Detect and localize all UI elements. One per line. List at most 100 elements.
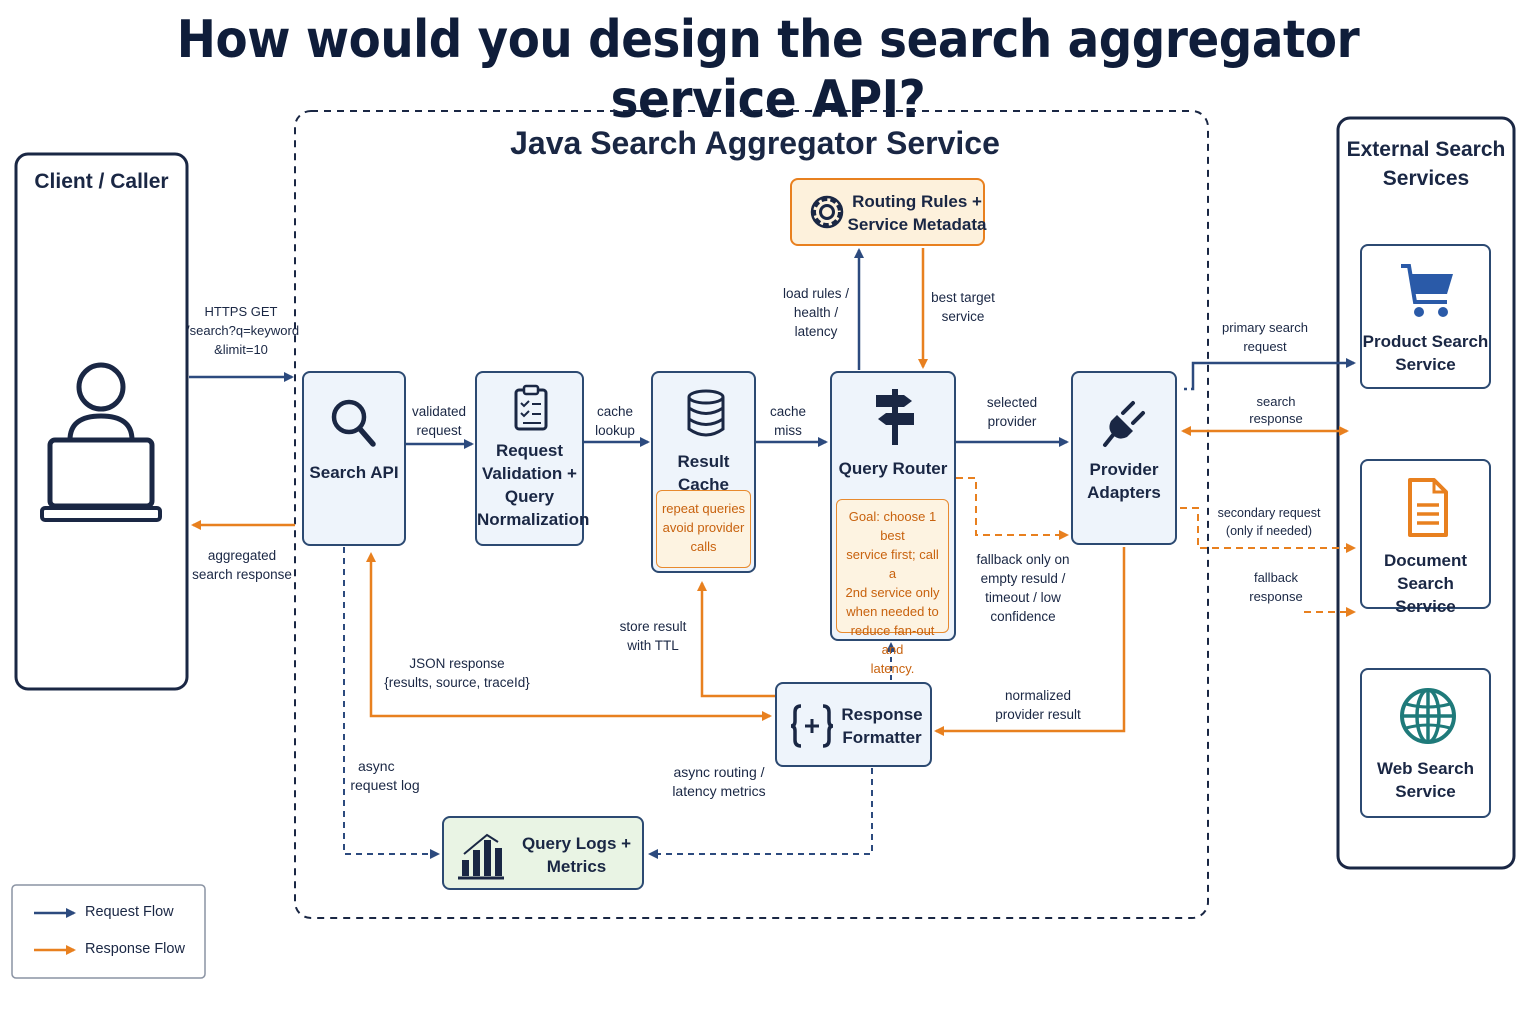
label-store-result: store result with TTL [610,617,696,655]
document-search-node[interactable]: Document Search Service [1360,459,1491,616]
web-line1: Web Search [1376,759,1474,778]
label-fallback-response: fallback response [1236,568,1316,606]
validation-line4: Normalization [477,510,590,529]
bar-chart-icon [458,833,504,880]
load-rules-line2: health / [793,305,839,320]
edge-primary-request [1180,358,1356,391]
web-line2: Service [1395,782,1456,801]
search-api-label: Search API [309,463,399,482]
async-log-line2: request log [350,777,420,793]
clipboard-checklist-icon [514,384,548,431]
legend-response-label: Response Flow [85,941,185,957]
cache-note-line1: repeat queries [661,501,746,516]
best-target-line2: service [941,309,985,324]
label-json-response: JSON response {results, source, traceId} [376,654,538,692]
logs-line2: Metrics [546,857,607,876]
response-formatter-label: Response Formatter [837,703,927,749]
query-logs-node[interactable]: Query Logs + Metrics [442,816,644,890]
router-note-line2: service first; call a [846,547,939,581]
secondary-line2: (only if needed) [1225,524,1313,538]
https-get-line1: HTTPS GET [204,304,278,319]
shopping-cart-icon [1401,264,1453,317]
edge-normalized-result [934,547,1126,736]
edge-store-result [697,581,775,698]
label-cache-lookup: cache lookup [584,402,646,440]
user-laptop-icon [40,362,162,522]
router-note-line5: reduce fan-out and [850,623,935,657]
document-search-label: Document Search Service [1362,549,1489,618]
logs-line1: Query Logs + [521,834,632,853]
label-fallback: fallback only on empty resuld / timeout … [966,550,1080,626]
cache-lookup-line1: cache [596,404,634,419]
globe-icon [1400,688,1456,744]
signpost-icon [876,389,914,445]
store-result-line2: with TTL [627,638,679,653]
web-search-node[interactable]: Web Search Service [1360,668,1491,818]
service-title: Java Search Aggregator Service [510,125,1000,161]
web-search-label: Web Search Service [1362,757,1489,803]
router-note-line3: 2nd service only [845,585,940,600]
formatter-line2: Formatter [842,728,922,747]
page-title: How would you design the search aggregat… [176,10,1360,130]
label-selected: selected provider [968,393,1056,431]
load-rules-line1: load rules / [782,286,850,301]
result-cache-label: Result Cache [677,452,730,494]
router-note-line4: when needed to [846,604,939,619]
router-note-line6: latency. [870,661,915,676]
product-line2: Service [1395,355,1456,374]
provider-adapters-label: Provider Adapters [1073,458,1175,504]
https-get-line2: /search?q=keyword [186,323,300,338]
response-formatter-node[interactable]: Response Formatter [775,682,932,767]
cache-lookup-line2: lookup [595,423,635,438]
fallback-line1: fallback only on [976,552,1070,567]
document-icon [1408,478,1448,537]
cache-miss-line2: miss [774,423,802,438]
label-validated: validated request [406,402,472,440]
validated-line2: request [416,423,462,438]
load-rules-line3: latency [794,324,838,339]
legend-request-label: Request Flow [85,904,174,920]
cache-note: repeat queries avoid provider calls [656,490,751,568]
label-best-target: best target service [922,288,1004,326]
routing-rules-node[interactable]: Routing Rules + Service Metadata [790,178,987,246]
rules-line1: Routing Rules + [852,192,982,211]
json-response-line2: {results, source, traceId} [384,675,530,690]
formatter-line1: Response [841,705,923,724]
query-logs-label: Query Logs + Metrics [514,832,639,878]
edge-fallback [956,477,1069,540]
async-metrics-line2: latency metrics [672,783,766,799]
validated-line1: validated [411,404,467,419]
validation-line1: Request [495,441,564,460]
product-search-label: Product Search Service [1362,330,1489,376]
router-note: Goal: choose 1 best service first; call … [836,499,949,676]
label-normalized: normalized provider result [986,686,1090,724]
provider-adapters-node[interactable]: Provider Adapters [1071,371,1177,545]
label-primary: primary search request [1210,318,1320,356]
routing-rules-label: Routing Rules + Service Metadata [847,190,987,236]
best-target-line1: best target [931,290,995,305]
product-search-node[interactable]: Product Search Service [1360,244,1491,389]
client-title: Client / Caller [34,170,169,193]
primary-line2: request [1243,339,1287,354]
gear-icon [810,195,844,229]
validation-node[interactable]: Request Validation + Query Normalization [475,371,590,546]
external-title: External Search Services [1338,135,1514,193]
label-search-response: search response [1236,393,1316,427]
router-note-line1: Goal: choose 1 best [848,509,937,543]
async-metrics-line1: async routing / [673,764,765,780]
normalized-line2: provider result [995,707,1081,722]
label-async-log: async request log [346,757,424,795]
plug-icon [1103,401,1145,447]
fallback-response-line1: fallback [1253,570,1299,585]
document-line2: Service [1395,597,1456,616]
service-region [294,110,1209,919]
cache-note-line2: avoid provider [662,520,745,535]
label-https-get: HTTPS GET /search?q=keyword &limit=10 [186,302,300,359]
validation-line2: Validation + [482,464,577,483]
cache-miss-line1: cache [769,404,807,419]
async-log-line1: async [358,758,395,774]
selected-line2: provider [987,414,1037,429]
external-region [1336,116,1516,870]
search-api-node[interactable]: Search API [302,371,406,546]
edge-secondary-request [1180,507,1356,553]
